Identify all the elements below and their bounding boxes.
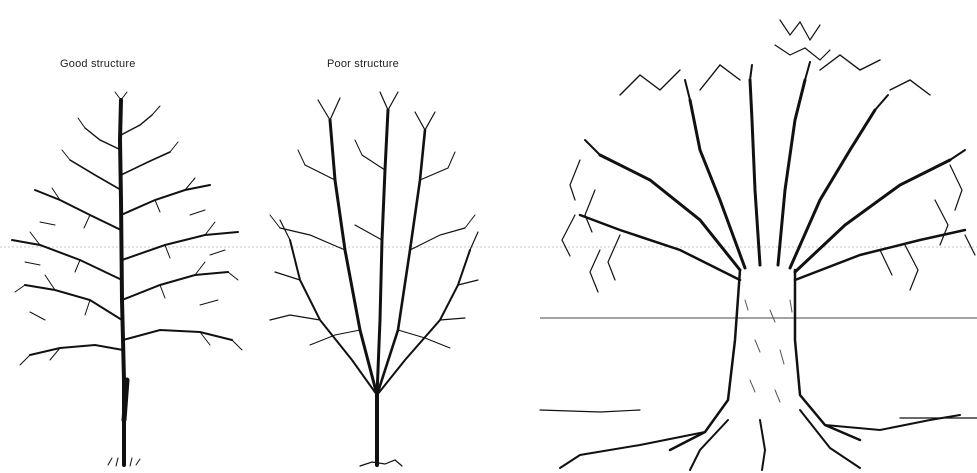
good-structure-tree [12, 92, 242, 466]
topped-tree [540, 20, 977, 470]
poor-structure-tree [270, 92, 478, 466]
